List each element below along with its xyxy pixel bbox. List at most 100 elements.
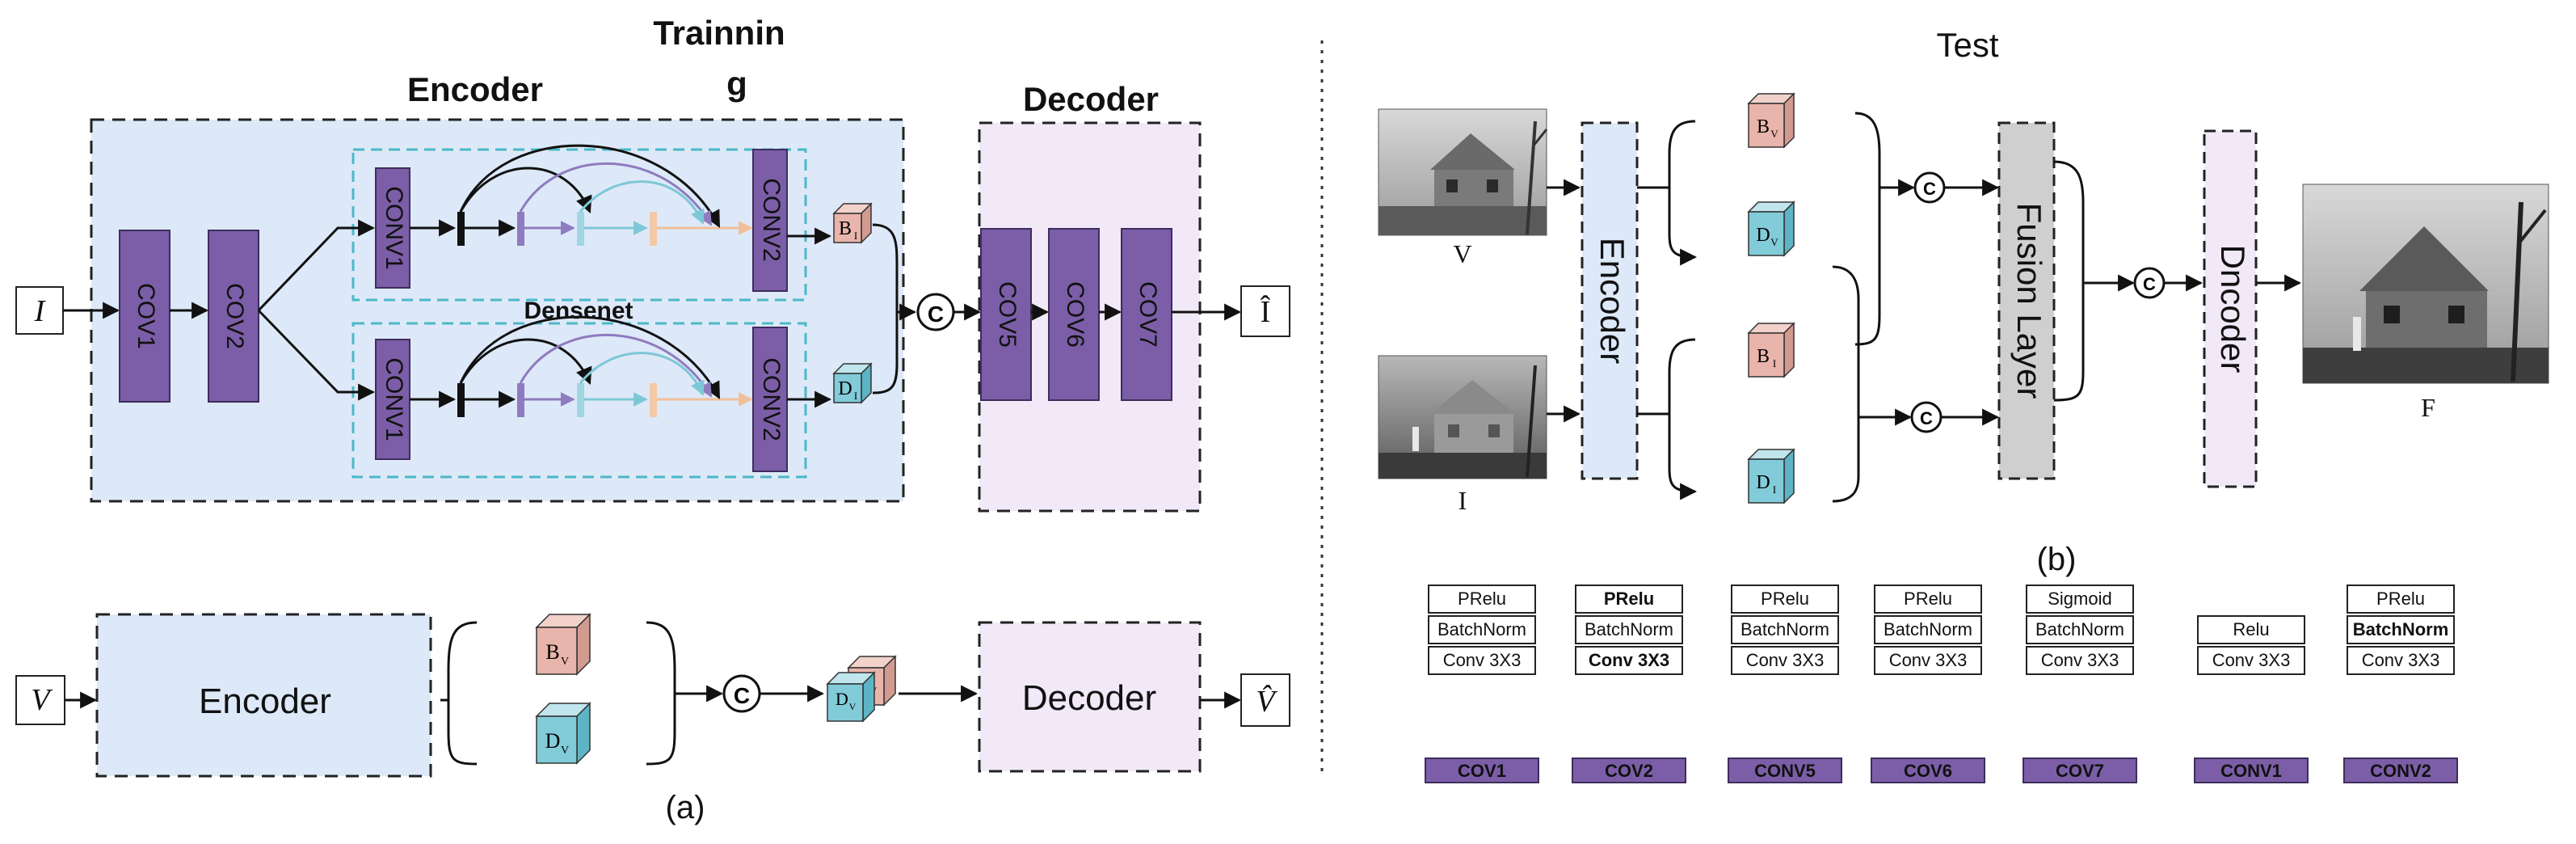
split-bracket-upper [1668,120,1698,266]
split-bracket-lower-test [1668,338,1698,500]
dense-bar-cyan-bottom [577,383,584,417]
legend-block-name: CONV5 [1754,761,1816,781]
cube-di-training-sub: I [854,390,857,402]
legend-layer-box [1731,584,1839,614]
merge-bracket-base [1854,112,1881,346]
legend-layer-label: Conv 3X3 [1589,650,1669,670]
split-bracket-lower [447,621,478,766]
output-vhat-label: V̂ [1256,685,1277,719]
legend-layer-label: PRelu [1604,589,1654,609]
cube-di-test: D I [1747,448,1795,504]
test-section: Test V I Encoder [1378,26,2549,577]
cube-di-training: D I [832,362,873,404]
encoder-lower-box [95,613,432,778]
caption-a: (a) [666,790,705,825]
legend-layer-label: PRelu [1761,589,1809,609]
visible-image-caption: V [1453,239,1471,268]
skip-arc-cyan-top [579,180,705,225]
densenet-top-box [351,148,807,302]
fused-image [2302,184,2549,384]
legend-layer-box [1874,615,1982,644]
legend-layer-box [1428,584,1536,614]
cube-di-test-letter: D [1756,472,1770,493]
test-title: Test [1936,26,1998,64]
cov7-label: COV7 [1134,281,1161,348]
legend-layer-label: BatchNorm [1740,619,1829,639]
legend-block-swatch [1572,757,1686,783]
cube-dv-test-sub: V [1770,236,1778,248]
fusion-layer-box [1997,121,2056,480]
cube-stack-lower: B V D V [826,655,897,723]
cube-bv-test-letter: B [1757,116,1770,137]
fusion-layer-label: Fusion Layer [2010,203,2048,399]
legend-layer-box [1575,615,1683,644]
cov2-block [208,230,259,403]
caption-b: (b) [2037,542,2077,577]
cube-dv-lower: D V [535,702,591,765]
cov6-block [1048,228,1100,401]
conv2-top-label: CONV2 [758,178,785,261]
legend-layer-box [1575,584,1683,614]
skip-arc-black-short-top [459,167,592,213]
legend-block-name: CONV2 [2370,761,2431,781]
cube-di-training-letter: D [838,378,852,399]
legend-layer-label: Sigmoid [2048,589,2111,609]
skip-arc-purple-top [519,162,713,226]
legend-layer-label: Conv 3X3 [2041,650,2119,670]
infrared-image [1378,355,1547,479]
input-v-box [15,675,65,725]
legend-layer-label: PRelu [1904,589,1952,609]
legend-layer-box [1428,615,1536,644]
legend-block-swatch [1728,757,1842,783]
test-decoder-label: Dncoder [2214,245,2252,373]
legend-layer-box [1731,646,1839,675]
legend-layer-label: Conv 3X3 [2212,650,2291,670]
conv1-top-block [375,167,410,289]
test-encoder-box [1581,121,1639,480]
concat-symbol-lower: C [734,683,750,708]
training-title-line2: g [726,65,747,103]
legend-layer-label: Conv 3X3 [1889,650,1968,670]
cube-dv-lower-letter: D [545,729,561,753]
legend-layer-box [1874,646,1982,675]
legend-layer-label: Relu [2233,619,2269,639]
dense-bar-cyan-top [577,212,584,246]
branch-top-line [257,219,376,312]
legend-layer-label: PRelu [1458,589,1506,609]
skip-arc-black-long-bottom [459,315,721,399]
decoder-title: Decoder [1023,80,1159,118]
legend-block-swatch [2194,757,2309,783]
dense-bar-purple-top [517,212,524,246]
conv2-bottom-label: CONV2 [758,357,785,441]
legend-block-swatch [2343,757,2458,783]
skip-arc-purple-bottom [519,333,713,398]
legend-layer-box [1874,584,1982,614]
bracket-training [872,223,899,395]
legend-layer-box [2026,584,2134,614]
cube-dv-test-letter: D [1756,225,1770,246]
legend-layer-label: BatchNorm [1884,619,1972,639]
dense-bar-black-bottom [457,383,465,417]
conv1-top-label: CONV1 [381,186,407,269]
cube-bv-test-sub: V [1770,128,1778,140]
output-vhat-box [1240,673,1290,727]
legend-layer-box [2347,646,2455,675]
cov1-block [119,230,170,403]
dense-bar-peach-top [650,212,657,246]
cube-bi-training-sub: I [854,230,857,242]
input-v-label: V [31,683,53,717]
legend-layer-box [2197,646,2305,675]
cov7-block [1121,228,1172,401]
legend-layer-label: BatchNorm [1585,619,1673,639]
stack-dv-sub: V [849,701,857,712]
test-encoder-label: Encoder [1593,238,1631,364]
input-i-label: I [34,294,47,328]
conv2-bottom-block [752,327,788,472]
cube-bi-training: B I [832,202,873,244]
concat-symbol-base: C [1923,179,1936,199]
